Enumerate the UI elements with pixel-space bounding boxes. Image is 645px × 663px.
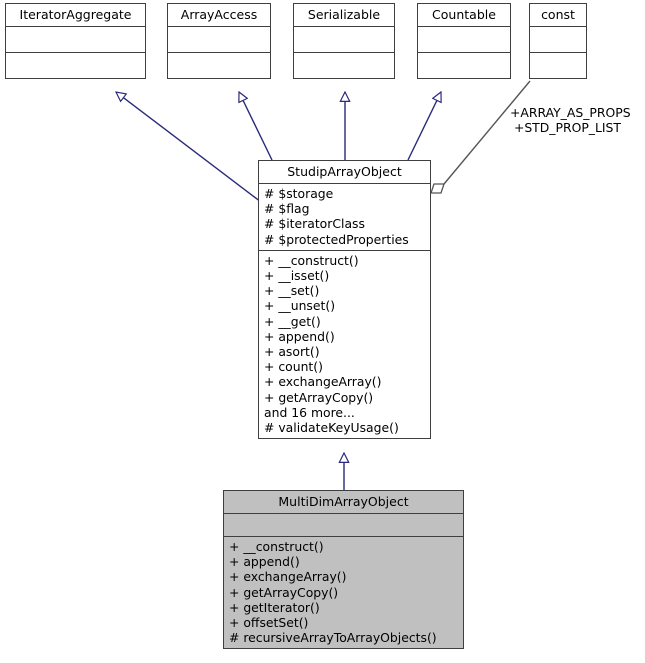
- class-box-arrayaccess[interactable]: ArrayAccess: [167, 3, 271, 79]
- method-row: + __set(): [264, 283, 320, 299]
- method-row: + __construct(): [264, 252, 359, 268]
- method-row: + asort(): [264, 344, 320, 360]
- method-row: + __get(): [264, 313, 321, 329]
- class-attributes-iteratoraggregate: [6, 27, 145, 53]
- method-row: + __construct(): [229, 539, 324, 554]
- class-box-studiparrayobject[interactable]: StudipArrayObject # $storage # $flag # $…: [258, 160, 431, 440]
- class-methods-multidimarrayobject: + __construct() + append() + exchangeArr…: [224, 537, 463, 648]
- method-row: + getArrayCopy(): [264, 389, 374, 405]
- class-attributes-serializable: [294, 27, 394, 53]
- method-row: + exchangeArray(): [264, 374, 382, 390]
- class-attributes-countable: [418, 27, 510, 53]
- class-box-countable[interactable]: Countable: [417, 3, 511, 79]
- edge-label-const-constants: +ARRAY_AS_PROPS +STD_PROP_LIST: [510, 105, 631, 135]
- class-box-iteratoraggregate[interactable]: IteratorAggregate: [5, 3, 146, 79]
- edge-aggregation-const: [430, 80, 531, 194]
- class-attributes-multidimarrayobject: [224, 514, 463, 537]
- method-row: + __unset(): [264, 298, 336, 314]
- class-title-iteratoraggregate: IteratorAggregate: [6, 4, 145, 27]
- edge-inherit-arrayaccess: [239, 92, 273, 161]
- more-members-row: and 16 more...: [264, 404, 355, 420]
- method-row: + exchangeArray(): [229, 569, 347, 585]
- edge-inherit-iteratoraggregate: [116, 92, 262, 203]
- method-row: + getIterator(): [229, 599, 320, 615]
- method-row: + getArrayCopy(): [229, 584, 339, 600]
- class-title-countable: Countable: [418, 4, 510, 27]
- class-title-multidimarrayobject: MultiDimArrayObject: [224, 491, 463, 514]
- method-row: + offsetSet(): [229, 615, 309, 631]
- class-title-studiparrayobject: StudipArrayObject: [259, 161, 430, 184]
- method-row: # validateKeyUsage(): [264, 420, 399, 436]
- class-title-const: const: [530, 4, 586, 27]
- class-box-serializable[interactable]: Serializable: [293, 3, 395, 79]
- attribute-row: # $flag: [264, 201, 310, 217]
- class-methods-countable: [418, 53, 510, 78]
- attribute-row: # $protectedProperties: [264, 231, 409, 247]
- class-methods-studiparrayobject: + __construct() + __isset() + __set() + …: [259, 251, 430, 438]
- method-row: + count(): [264, 359, 323, 375]
- method-row: + __isset(): [264, 268, 330, 284]
- attribute-row: # $storage: [264, 186, 334, 201]
- method-row: + append(): [229, 554, 300, 570]
- edge-inherit-countable: [407, 92, 441, 161]
- class-title-serializable: Serializable: [294, 4, 394, 27]
- class-attributes-studiparrayobject: # $storage # $flag # $iteratorClass # $p…: [259, 184, 430, 251]
- class-attributes-const: [530, 27, 586, 53]
- class-methods-arrayaccess: [168, 53, 270, 78]
- class-attributes-arrayaccess: [168, 27, 270, 53]
- class-methods-const: [530, 53, 586, 78]
- method-row: + append(): [264, 328, 335, 344]
- class-title-arrayaccess: ArrayAccess: [168, 4, 270, 27]
- method-row: # recursiveArrayToArrayObjects(): [229, 630, 437, 646]
- class-box-const[interactable]: const: [529, 3, 587, 79]
- class-box-multidimarrayobject[interactable]: MultiDimArrayObject + __construct() + ap…: [223, 490, 464, 650]
- class-methods-iteratoraggregate: [6, 53, 145, 78]
- attribute-row: # $iteratorClass: [264, 216, 365, 232]
- class-methods-serializable: [294, 53, 394, 78]
